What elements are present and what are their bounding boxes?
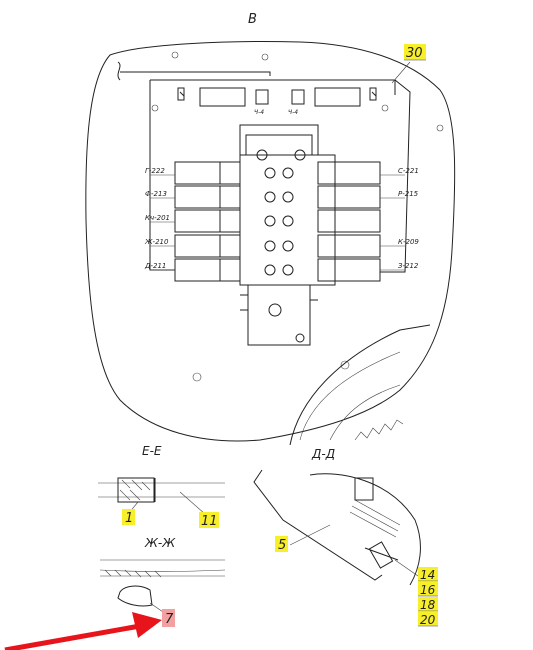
right-frame: [380, 79, 411, 273]
callout-7-bg: [162, 609, 175, 627]
valve-label-right-4: К-209: [398, 238, 419, 246]
section-d-plate: [349, 499, 401, 538]
callout-16: 16: [420, 583, 436, 597]
valve-label-top-2: Ч-4: [288, 109, 298, 116]
hole: [171, 51, 179, 59]
leader-14: [394, 559, 419, 577]
callout-16-bg: [418, 582, 438, 596]
callout-20-bg: [418, 612, 438, 626]
section-d-nut: [368, 541, 394, 569]
leader-11: [179, 491, 206, 515]
section-d-label: Д-Д: [311, 447, 335, 461]
valve-label-right-2: Р-215: [398, 190, 419, 198]
leader-5: [289, 524, 331, 546]
valve-label-left-1: Г-222: [145, 167, 165, 175]
callout-20: 20: [420, 613, 436, 627]
valve-label-left-5: Д-211: [144, 262, 166, 270]
view-label-top: В: [248, 12, 257, 27]
callout-14: 14: [420, 568, 435, 582]
section-e-label: Е-Е: [142, 444, 162, 458]
valve-bottom: [247, 284, 311, 346]
callout-5-bg: [275, 536, 288, 552]
hole: [436, 124, 444, 132]
section-e-seal: [117, 477, 155, 503]
break-line: [117, 61, 121, 81]
seal-hatch: [119, 479, 151, 501]
valve-label-right-1: С-221: [398, 167, 419, 175]
section-zh-clip: [117, 585, 153, 607]
callout-1-bg: [122, 509, 135, 525]
callout-14-bg: [418, 567, 438, 581]
clamp-right: [369, 87, 377, 101]
valve-cap: [239, 124, 319, 156]
section-e-plate: [98, 482, 225, 498]
valve-label-right-5: З-212: [398, 262, 419, 270]
wheel-arch-inner: [299, 351, 401, 441]
valve-bottom-lines: [240, 294, 318, 311]
callout-5: 5: [278, 538, 286, 553]
section-d-bracket: [253, 469, 383, 581]
gear-arc: [329, 384, 401, 441]
valve-label-top-1: Ч-4: [254, 109, 264, 116]
bracket-right: [314, 87, 361, 107]
cylinders-left: [174, 161, 241, 282]
hole: [261, 53, 269, 61]
clamp-left: [177, 87, 185, 101]
bracket-left: [199, 87, 246, 107]
wheel-arch: [289, 324, 431, 446]
hole: [340, 360, 350, 370]
section-d-block: [354, 477, 374, 501]
leaders-left: [150, 174, 175, 271]
fitting-left: [255, 89, 269, 105]
callout-18: 18: [420, 598, 436, 612]
callout-18-bg: [418, 597, 438, 611]
top-rail: [120, 71, 271, 76]
hole: [151, 104, 159, 112]
leader-30: [391, 61, 411, 84]
leaders-right: [380, 174, 405, 271]
callout-11: 11: [201, 514, 218, 529]
cylinders-right: [317, 161, 381, 282]
callout-30: 30: [406, 46, 423, 61]
section-d-outline: [309, 473, 421, 586]
panel-outline: [85, 41, 456, 442]
callout-1: 1: [125, 511, 133, 526]
section-zh-label: Ж-Ж: [144, 536, 176, 550]
gear-teeth: [354, 419, 404, 441]
valve-label-left-2: Ф-213: [145, 190, 167, 198]
section-zh-hatch: [104, 569, 162, 578]
red-arrow: [4, 612, 162, 650]
valve-cap-inner: [245, 134, 313, 156]
valve-knobs: [256, 149, 306, 343]
callout-30-bg: [404, 44, 426, 60]
callout-stack-lines: [418, 580, 438, 627]
valve-label-left-4: Ж-210: [144, 238, 169, 246]
callout-7: 7: [165, 612, 174, 627]
valve-label-left-3: Кч-201: [145, 214, 170, 222]
hole: [381, 104, 389, 112]
callout-11-bg: [199, 512, 219, 528]
hole: [192, 372, 202, 382]
fitting-right: [291, 89, 305, 105]
section-d-bolt: [364, 547, 399, 561]
